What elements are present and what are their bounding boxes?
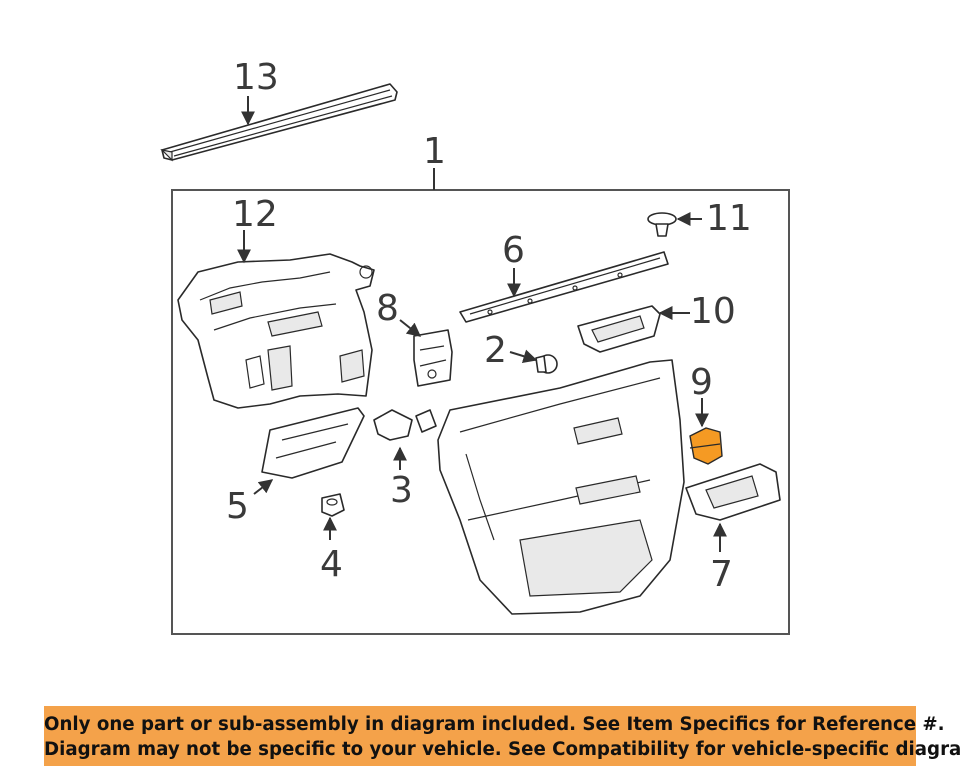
disclaimer-line-2: Diagram may not be specific to your vehi…: [44, 739, 960, 760]
part-10-switch-bezel: [577, 305, 661, 353]
leader-2: [509, 349, 538, 363]
leader-8: [399, 319, 422, 337]
part-4-small-clip: [321, 493, 345, 517]
callout-12: 12: [232, 194, 278, 235]
callout-7: 7: [710, 554, 733, 595]
callout-3: 3: [390, 470, 413, 511]
callout-4: 4: [320, 544, 343, 585]
callout-2: 2: [484, 330, 507, 371]
callout-13: 13: [233, 57, 279, 98]
assembly-frame: [171, 189, 790, 635]
callout-6: 6: [502, 230, 525, 271]
part-8-bracket: [413, 329, 453, 387]
callout-8: 8: [376, 288, 399, 329]
door-trim-panel: [437, 359, 685, 615]
part-3-retainer: [373, 409, 437, 441]
part-2-fastener: [535, 354, 558, 374]
disclaimer-banner: Only one part or sub-assembly in diagram…: [44, 706, 960, 766]
part-13-belt-molding: [160, 83, 398, 162]
callout-5: 5: [226, 486, 249, 527]
callout-10: 10: [690, 291, 736, 332]
disclaimer-line-1: Only one part or sub-assembly in diagram…: [44, 714, 945, 735]
part-7-handle-bezel: [685, 463, 781, 521]
leader-5: [253, 479, 274, 495]
part-12-inner-trim-panel: [177, 253, 375, 409]
part-5-lower-bracket: [261, 407, 365, 479]
callout-11: 11: [706, 198, 752, 239]
callout-1: 1: [423, 131, 446, 172]
part-6-upper-trim-strip: [459, 251, 669, 323]
part-9-highlighted-clip: [689, 427, 723, 465]
part-11-push-clip: [647, 212, 677, 237]
callout-9: 9: [690, 362, 713, 403]
